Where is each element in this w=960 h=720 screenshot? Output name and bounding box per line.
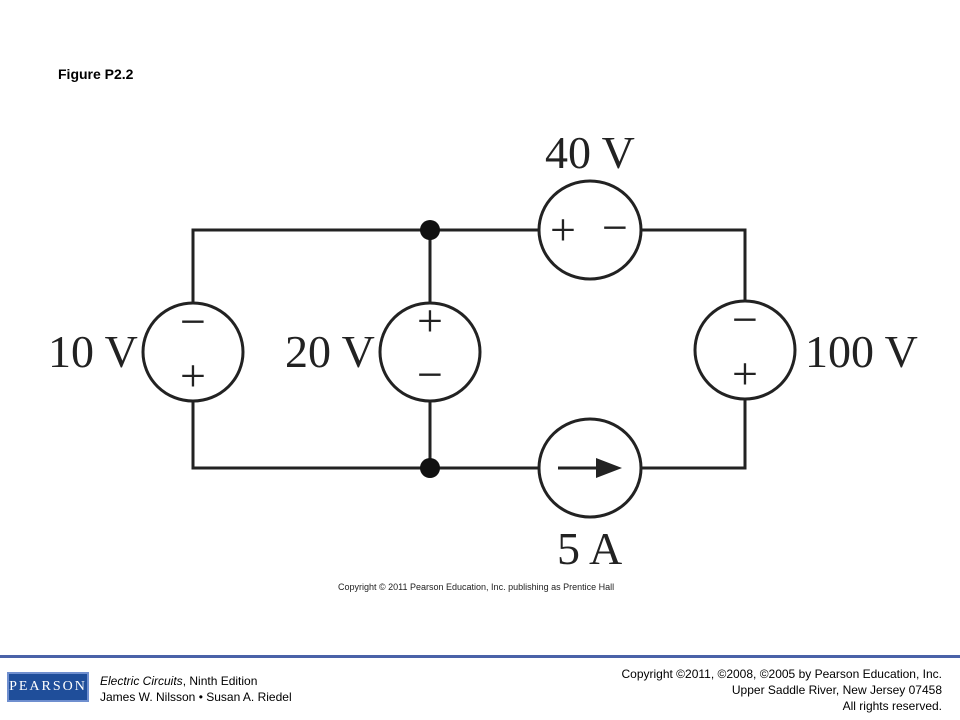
source-20v-label: 20 V	[285, 326, 375, 377]
copyright-line-2: Upper Saddle River, New Jersey 07458	[731, 683, 942, 697]
arrow-head-icon	[596, 458, 622, 478]
source-10v-label: 10 V	[48, 326, 138, 377]
book-authors: James W. Nilsson • Susan A. Riedel	[100, 690, 292, 704]
wire-top-left	[191, 228, 540, 310]
publisher-copyright: Copyright ©2011, ©2008, ©2005 by Pearson…	[621, 666, 942, 714]
voltage-source-100v: − + 100 V	[693, 294, 918, 401]
source-20v-sign-top: +	[417, 295, 443, 346]
voltage-source-10v: − + 10 V	[48, 296, 245, 403]
source-20v-sign-bottom: −	[417, 349, 443, 400]
source-5a-label: 5 A	[557, 523, 622, 574]
source-100v-label: 100 V	[805, 326, 918, 377]
book-info: Electric Circuits, Ninth Edition James W…	[100, 673, 292, 705]
book-title-line: Electric Circuits, Ninth Edition	[100, 673, 292, 689]
figure-copyright: Copyright © 2011 Pearson Education, Inc.…	[338, 582, 615, 592]
copyright-line-3: All rights reserved.	[842, 699, 942, 713]
wire-bottom-right	[640, 400, 747, 470]
pearson-logo: PEARSON	[7, 672, 89, 702]
figure-label: Figure P2.2	[58, 66, 134, 82]
wire-top-right	[640, 228, 747, 300]
footer-divider	[0, 655, 960, 658]
book-title: Electric Circuits	[100, 674, 183, 688]
source-40v-label: 40 V	[545, 127, 635, 178]
source-10v-sign-top: −	[180, 296, 206, 347]
source-100v-sign-top: −	[732, 294, 758, 345]
current-source-5a: 5 A	[537, 417, 643, 574]
node-bottom	[420, 458, 440, 478]
source-40v-sign-right: −	[602, 202, 628, 253]
wire-bottom-left	[191, 400, 540, 470]
source-10v-sign-bottom: +	[180, 350, 206, 401]
voltage-source-40v: + − 40 V	[537, 127, 643, 281]
book-edition: , Ninth Edition	[182, 674, 258, 688]
source-100v-sign-bottom: +	[732, 348, 758, 399]
voltage-source-20v: + − 20 V	[285, 295, 482, 403]
source-40v-sign-left: +	[550, 204, 576, 255]
copyright-line-1: Copyright ©2011, ©2008, ©2005 by Pearson…	[621, 667, 942, 681]
node-top	[420, 220, 440, 240]
